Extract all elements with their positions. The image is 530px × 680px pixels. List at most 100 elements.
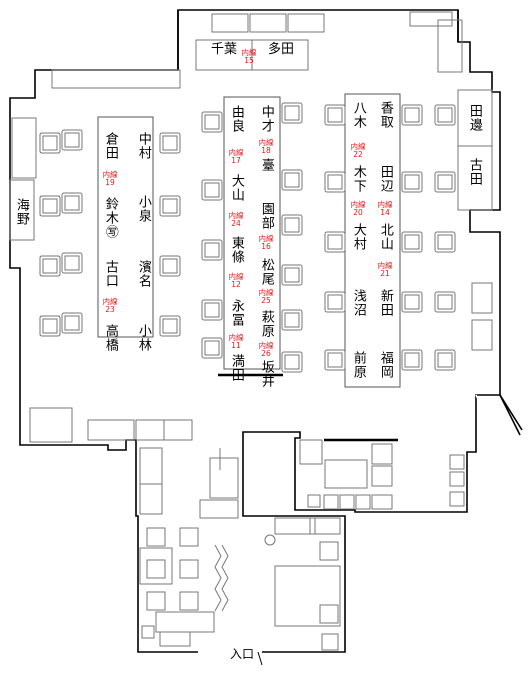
desk-name-kobayashi: 小林	[135, 324, 151, 352]
chair	[179, 527, 199, 547]
chairs	[39, 102, 456, 373]
chair	[201, 239, 223, 261]
chair	[371, 443, 393, 465]
chair-back	[437, 294, 453, 310]
table	[274, 565, 341, 627]
desk-name-fukuoka: 福岡	[377, 351, 393, 379]
chair-back	[327, 234, 343, 250]
cabinet	[211, 13, 249, 33]
chair-back	[64, 315, 80, 331]
chair	[281, 102, 303, 124]
desk-name-tojo: 東條	[228, 236, 244, 264]
chair-seat	[201, 337, 223, 359]
cabinet	[449, 454, 465, 470]
desk-group-2	[223, 96, 281, 370]
chair-seat	[401, 349, 423, 371]
chair-back	[42, 318, 58, 334]
shelf	[471, 319, 493, 351]
chair	[201, 179, 223, 201]
cabinet	[449, 491, 465, 507]
shelf	[51, 69, 181, 89]
extension-hagiwara: 内線 26	[258, 341, 274, 358]
chair-seat	[434, 171, 456, 193]
chair-back	[204, 340, 220, 356]
extension-chiba: 内線 15	[241, 48, 257, 65]
desk-name-mitsuta: 満田	[228, 354, 244, 382]
chair	[61, 129, 83, 151]
cabinet	[249, 13, 287, 33]
partition-zigzag	[214, 544, 222, 612]
cabinet	[155, 611, 215, 633]
chair-seat	[401, 231, 423, 253]
chair-seat	[281, 214, 303, 236]
extension-yagi: 内線 22	[350, 142, 366, 159]
chair	[371, 465, 393, 487]
walls	[9, 9, 529, 666]
chair	[159, 255, 181, 277]
chair-seat	[61, 129, 83, 151]
cabinet	[371, 494, 393, 510]
desk-name-koizumi: 小泉	[135, 195, 151, 223]
chair	[281, 351, 303, 373]
chair	[159, 132, 181, 154]
chair-seat	[39, 132, 61, 154]
chair-back	[42, 318, 58, 334]
room-label-furuta-right: 古田	[466, 158, 482, 186]
chair	[324, 231, 346, 253]
wall-diagonal	[499, 394, 523, 431]
chair	[434, 349, 456, 371]
chair	[201, 337, 223, 359]
cabinet	[159, 631, 191, 647]
extension-nagatomi: 内線 11	[228, 333, 244, 350]
desk-name-nitta: 新田	[377, 289, 393, 317]
table	[139, 547, 173, 585]
symbol-circle	[264, 534, 276, 546]
desk-name-nakasai: 中才	[258, 105, 274, 133]
chair	[179, 559, 199, 579]
desk-name-oyama: 大山	[228, 174, 244, 202]
chair	[201, 111, 223, 133]
cabinet	[135, 419, 165, 441]
desk-name-dai: 臺	[258, 158, 274, 172]
chair-back	[204, 114, 220, 130]
cabinet	[287, 13, 325, 33]
chair-back	[404, 107, 420, 123]
extension-kitayama: 内線 21	[377, 261, 393, 278]
cabinet	[339, 494, 355, 510]
chair-seat	[39, 315, 61, 337]
chair	[179, 591, 199, 611]
chair	[159, 195, 181, 217]
cabinet	[274, 517, 316, 535]
extension-yura: 内線 17	[228, 148, 244, 165]
room-label-chiba: 千葉	[210, 42, 237, 58]
cabinet	[29, 407, 73, 443]
desk-name-takahashi: 高橋	[102, 324, 118, 352]
cabinet	[321, 633, 339, 651]
chair	[324, 291, 346, 313]
chair-back	[327, 294, 343, 310]
chair	[201, 299, 223, 321]
chair	[281, 214, 303, 236]
chair-seat	[434, 349, 456, 371]
chair-back	[284, 217, 300, 233]
desk-name-kitayama: 北山	[377, 223, 393, 251]
shelf	[471, 282, 493, 314]
shelf	[437, 19, 463, 73]
chair	[434, 171, 456, 193]
desk-name-hagiwara: 萩原	[258, 310, 274, 338]
chair-seat	[324, 171, 346, 193]
partition-zigzag	[221, 544, 229, 612]
desk-name-tanabe: 田辺	[377, 165, 393, 193]
chair-seat	[281, 169, 303, 191]
cabinet	[163, 419, 193, 441]
chair	[434, 231, 456, 253]
desk-group-1	[97, 116, 154, 338]
chair-seat	[281, 102, 303, 124]
chair	[324, 171, 346, 193]
chair	[281, 309, 303, 331]
extension-koguchi: 内線 23	[102, 297, 118, 314]
extension-kurata: 内線 19	[102, 170, 118, 187]
chair	[281, 169, 303, 191]
